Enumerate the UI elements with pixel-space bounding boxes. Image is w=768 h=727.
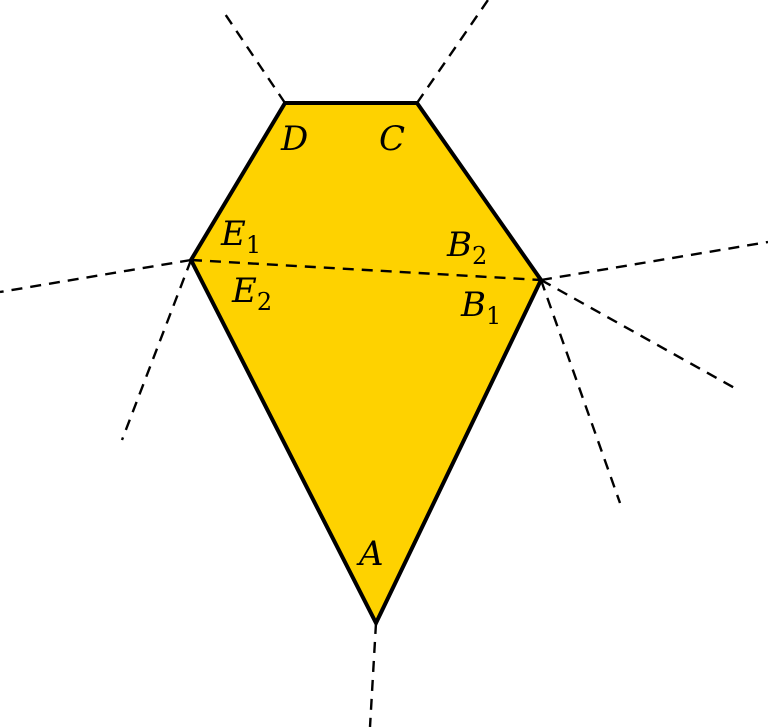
label-e1: E1 xyxy=(220,214,261,259)
ray-d xyxy=(224,13,286,104)
label-b1: B1 xyxy=(460,285,501,330)
ray-c xyxy=(416,0,489,104)
ray-b-diagonal xyxy=(540,278,741,393)
label-c: C xyxy=(379,119,405,159)
kite-pentagon xyxy=(188,101,544,628)
label-b2: B2 xyxy=(446,225,487,270)
label-e2: E2 xyxy=(231,271,272,316)
ray-b-right xyxy=(540,240,768,282)
ray-e-left xyxy=(0,258,192,294)
ray-a xyxy=(368,622,378,727)
label-d: D xyxy=(280,119,308,159)
label-a: A xyxy=(356,534,384,574)
ray-b-down xyxy=(539,279,622,504)
diagonal-e-b xyxy=(190,258,542,282)
ray-e-down xyxy=(120,259,193,441)
